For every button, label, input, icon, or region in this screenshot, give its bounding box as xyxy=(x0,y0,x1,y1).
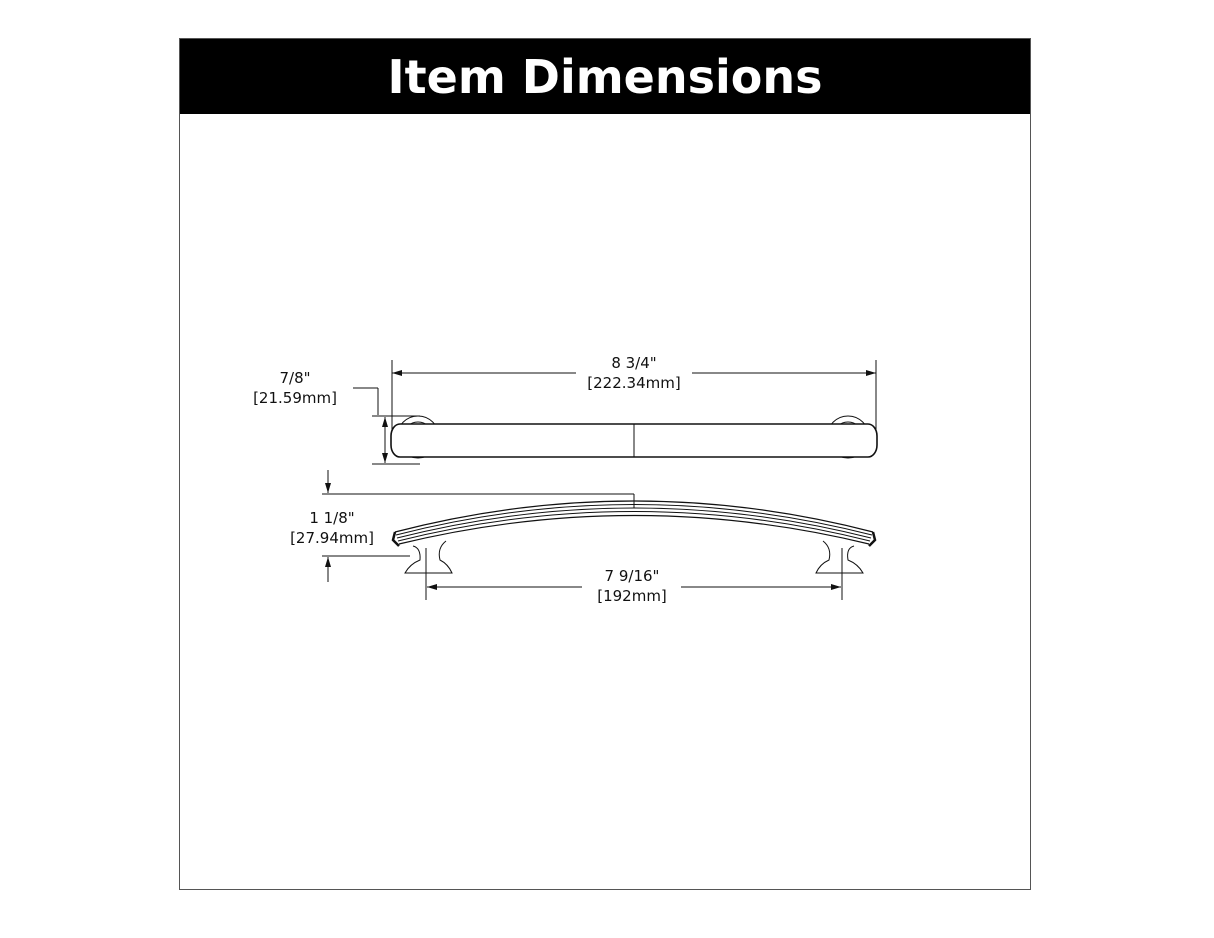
page-title: Item Dimensions xyxy=(387,49,823,104)
overall-length-imperial: 8 3/4" xyxy=(611,354,657,372)
center-to-center-metric: [192mm] xyxy=(597,587,667,605)
height-metric: [27.94mm] xyxy=(290,529,374,547)
width-metric: [21.59mm] xyxy=(253,389,337,407)
height-imperial: 1 1/8" xyxy=(309,509,355,527)
overall-length-metric: [222.34mm] xyxy=(587,374,681,392)
center-to-center-label: 7 9/16" [192mm] xyxy=(584,566,680,606)
width-imperial: 7/8" xyxy=(279,369,311,387)
title-banner: Item Dimensions xyxy=(180,39,1030,114)
diagram-frame: Item Dimensions xyxy=(179,38,1031,890)
overall-length-label: 8 3/4" [222.34mm] xyxy=(578,353,690,393)
width-label: 7/8" [21.59mm] xyxy=(243,368,347,408)
height-label: 1 1/8" [27.94mm] xyxy=(282,508,382,548)
top-view xyxy=(353,360,878,465)
side-view xyxy=(322,470,877,600)
center-to-center-imperial: 7 9/16" xyxy=(604,567,660,585)
